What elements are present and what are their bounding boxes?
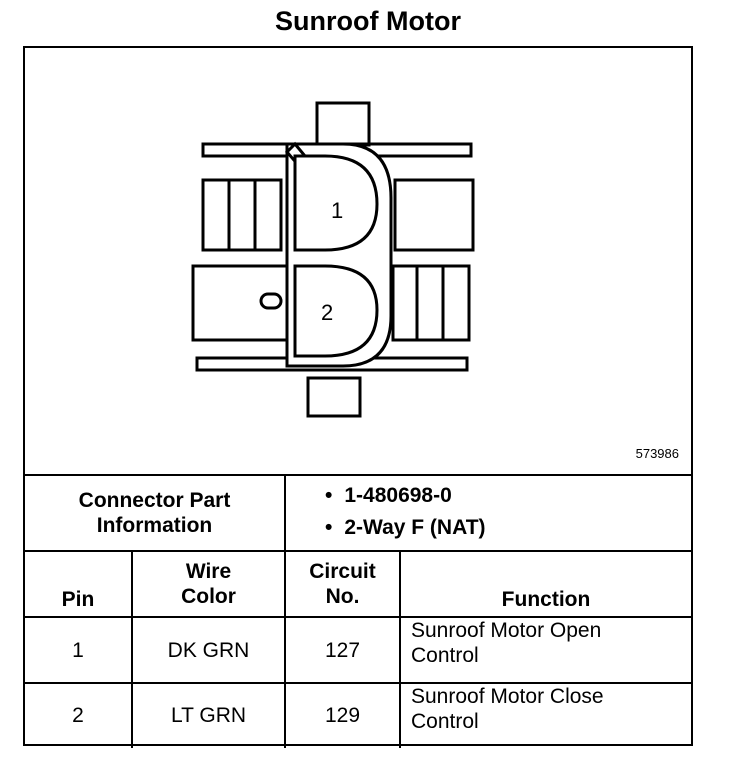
connector-info-item: 1-480698-0 (325, 480, 486, 512)
row-2-pin: 2 (72, 703, 84, 727)
row-2-wire-color: LT GRN (170, 703, 247, 727)
connector-info-list: 1-480698-0 2-Way F (NAT) (325, 480, 486, 544)
row-1-wire-color: DK GRN (167, 638, 250, 662)
row-1-pin: 1 (72, 638, 84, 662)
header-wire-color: Wire Color (133, 552, 284, 616)
connector-info-label: Connector Part Information (25, 476, 284, 550)
function-line: Control (411, 644, 479, 667)
connector-chart: 1 2 573986 Connector Part Information 1-… (23, 46, 693, 748)
header-pin: Pin (61, 588, 95, 611)
right-upper-guide (393, 178, 475, 252)
pin-2-label: 2 (321, 300, 333, 325)
function-line: Sunroof Motor Close (411, 685, 604, 708)
header-circuit-line: Circuit (309, 560, 376, 583)
divider (131, 550, 133, 748)
bottom-latch-tab (306, 376, 362, 418)
divider (284, 550, 286, 748)
header-wire-line: Wire (185, 560, 232, 583)
pin-1-label: 1 (331, 198, 343, 223)
left-lower-guide (191, 264, 295, 342)
header-circuit-line: No. (325, 585, 360, 608)
connector-info-label-line: Connector Part (78, 489, 231, 512)
divider (25, 616, 691, 618)
page-title: Sunroof Motor (275, 6, 461, 36)
row-1-function: Sunroof Motor Open Control (401, 618, 691, 682)
connector-info-label-line: Information (96, 514, 213, 537)
function-line: Sunroof Motor Open (411, 619, 602, 642)
connector-diagram: 1 2 573986 (25, 48, 691, 476)
pin-1-cavity (293, 154, 379, 252)
header-wire-line: Color (181, 585, 236, 608)
right-lower-guide (391, 264, 471, 342)
diagram-code: 573986 (635, 446, 679, 461)
lock-nub (259, 292, 283, 310)
row-2-circuit: 129 (324, 703, 361, 727)
divider (284, 474, 286, 550)
pin-2-cavity (293, 264, 379, 358)
divider (25, 474, 691, 476)
connector-info-item: 2-Way F (NAT) (325, 512, 485, 544)
divider (25, 550, 691, 552)
top-latch-tab (315, 101, 371, 147)
function-line: Control (411, 710, 479, 733)
divider (399, 550, 401, 748)
header-function: Function (501, 588, 591, 611)
connector-face-drawing: 1 2 (191, 101, 475, 418)
header-circuit-no: Circuit No. (286, 552, 399, 616)
row-2-function: Sunroof Motor Close Control (401, 684, 691, 746)
row-1-circuit: 127 (324, 638, 361, 662)
left-upper-guide (201, 178, 283, 252)
divider (25, 682, 691, 684)
